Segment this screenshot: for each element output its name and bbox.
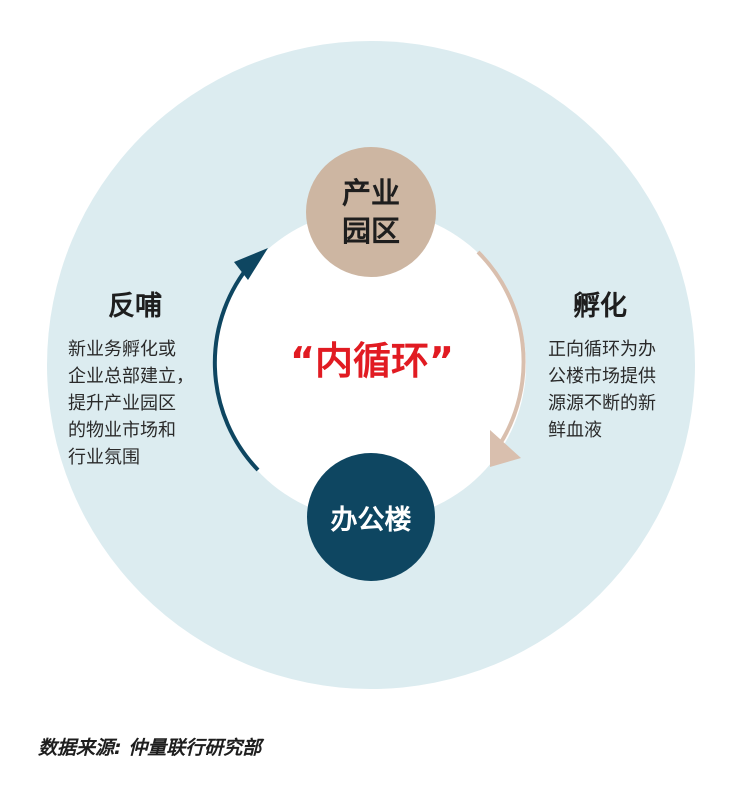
right-arrowhead [490, 430, 521, 467]
industrial-park-node: 产业 园区 [306, 147, 436, 277]
incubation-title: 孵化 [573, 291, 627, 322]
right-arc [476, 250, 526, 446]
inner-circle [216, 210, 526, 520]
feedback-line: 提升产业园区 [68, 393, 176, 414]
left-arc [212, 260, 260, 472]
incubation-description: 正向循环为办 公楼市场提供 源源不断的新 鲜血液 [548, 336, 698, 444]
feedback-title: 反哺 [108, 291, 162, 322]
feedback-line: 新业务孵化或 [68, 339, 176, 360]
incubation-line: 源源不断的新 [548, 393, 656, 414]
center-title: “内循环” [290, 339, 454, 383]
feedback-line: 企业总部建立， [68, 366, 194, 387]
incubation-line: 正向循环为办 [548, 339, 656, 360]
office-building-label: 办公楼 [330, 504, 412, 536]
industrial-park-label-line2: 园区 [341, 214, 400, 248]
incubation-line: 鲜血液 [548, 420, 602, 441]
feedback-line: 的物业市场和 [68, 420, 176, 441]
left-arrowhead [234, 248, 268, 280]
incubation-line: 公楼市场提供 [548, 366, 656, 387]
office-building-node: 办公楼 [307, 453, 435, 581]
feedback-description: 新业务孵化或 企业总部建立， 提升产业园区 的物业市场和 行业氛围 [68, 336, 218, 471]
feedback-line: 行业氛围 [68, 447, 140, 468]
industrial-park-label-line1: 产业 [341, 176, 400, 210]
data-source-note: 数据来源: 仲量联行研究部 [38, 737, 262, 759]
